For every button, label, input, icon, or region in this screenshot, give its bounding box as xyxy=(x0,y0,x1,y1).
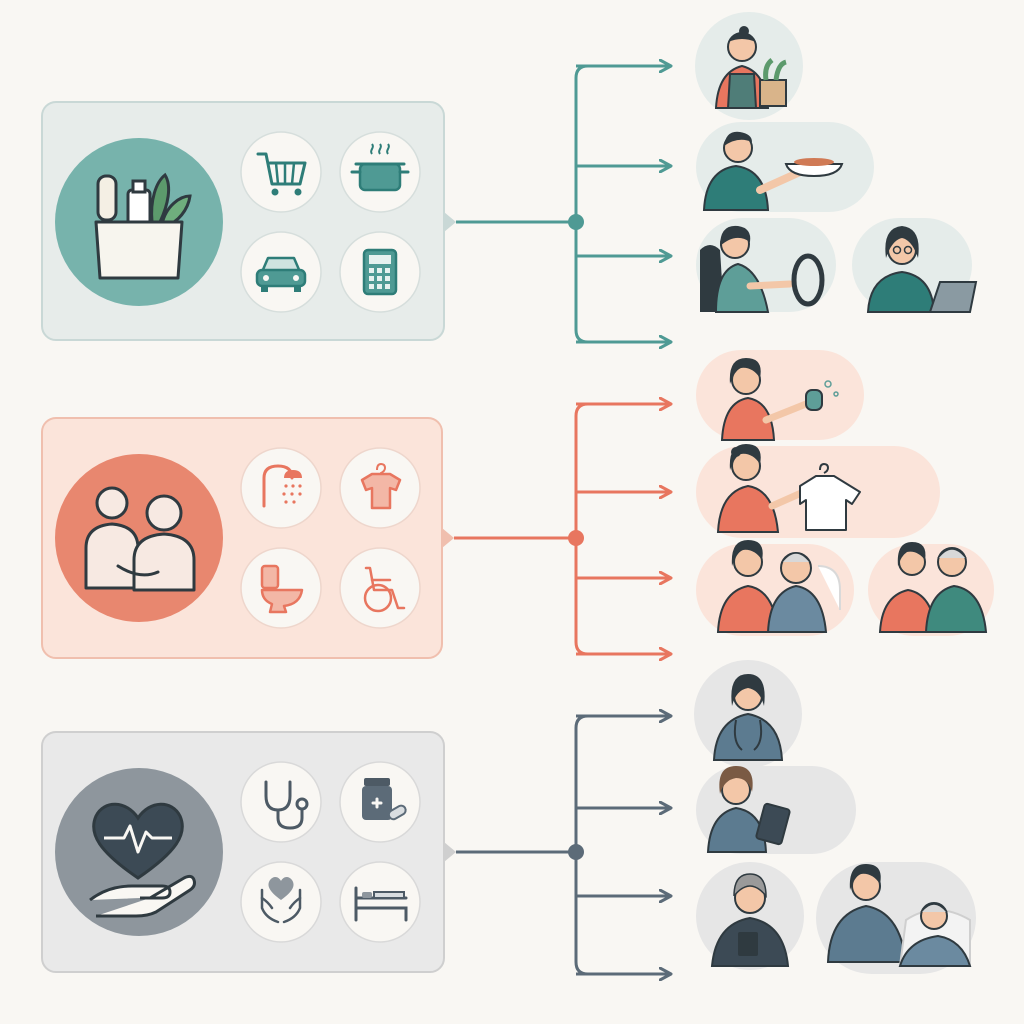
shower-icon xyxy=(240,447,322,529)
heart-hands-icon xyxy=(240,861,322,943)
personal-care-connector xyxy=(454,402,670,656)
stethoscope-icon xyxy=(240,761,322,843)
caregiver-carrying-groceries xyxy=(695,12,803,120)
heart-in-hand-icon xyxy=(55,768,223,936)
medicine-bottle-icon xyxy=(339,761,421,843)
calculator-icon xyxy=(339,231,421,313)
shopping-cart-icon xyxy=(240,131,322,213)
caregiver-dressing-help xyxy=(696,444,940,538)
household-tasks-group xyxy=(41,12,978,344)
grocery-bag-icon xyxy=(55,138,223,306)
nurse-with-clipboard xyxy=(696,766,856,854)
companion-reading-book xyxy=(696,862,804,970)
caregiver-toilet-assist xyxy=(696,540,854,636)
caregiver-bedside-visit xyxy=(816,862,976,974)
bed-icon xyxy=(339,861,421,943)
health-care-group xyxy=(41,660,976,976)
household-junction-dot xyxy=(568,214,584,230)
caregiver-walking-assist xyxy=(868,542,994,636)
cooking-pot-icon xyxy=(339,131,421,213)
health-care-junction-dot xyxy=(568,844,584,860)
caregiver-bathing-sponge xyxy=(696,350,864,441)
health-care-connector xyxy=(456,714,670,976)
shirt-on-hanger-icon xyxy=(339,447,421,529)
car-icon xyxy=(240,231,322,313)
nurse-with-stethoscope xyxy=(694,660,802,768)
wheelchair-icon xyxy=(339,547,421,629)
caregiver-using-laptop xyxy=(852,218,978,313)
caregiver-driving xyxy=(696,218,836,313)
personal-care-group xyxy=(41,350,994,658)
personal-care-junction-dot xyxy=(568,530,584,546)
toilet-icon xyxy=(240,547,322,629)
caregiver-serving-meal xyxy=(696,122,874,212)
household-connector xyxy=(456,64,670,344)
assisting-person-icon xyxy=(55,454,223,622)
